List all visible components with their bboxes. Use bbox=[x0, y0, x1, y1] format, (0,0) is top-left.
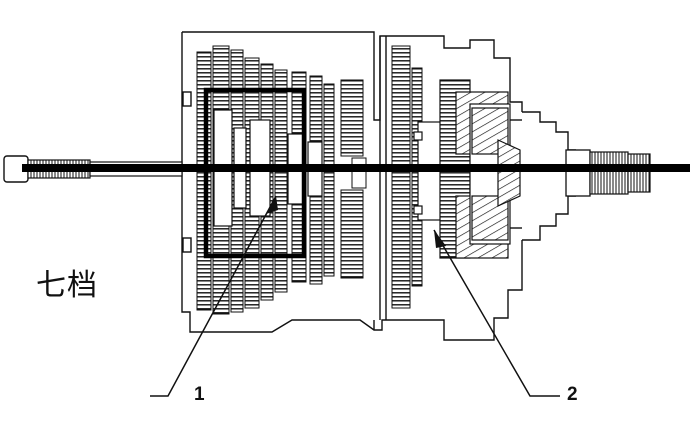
callout-leader-lines bbox=[150, 195, 560, 397]
housing-outline bbox=[181, 31, 576, 341]
callout-2: 2 bbox=[567, 384, 578, 405]
callout-1: 1 bbox=[194, 384, 205, 405]
highlight-frame bbox=[203, 87, 307, 259]
output-shaft bbox=[565, 149, 651, 197]
main-shaft bbox=[22, 164, 690, 172]
gear-label: 七档 bbox=[36, 268, 98, 303]
gear-stack-rear bbox=[391, 45, 423, 309]
